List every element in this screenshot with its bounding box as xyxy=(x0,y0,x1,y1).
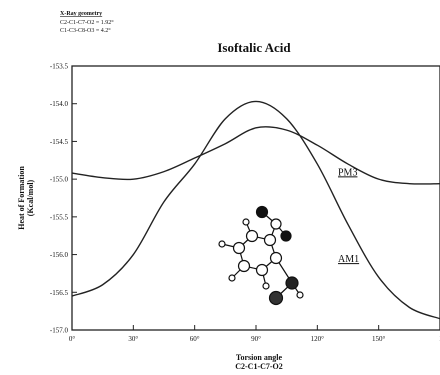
y-tick-label: -155.5 xyxy=(50,213,69,221)
y-tick-label: -155.0 xyxy=(50,176,69,184)
x-tick-label: 90° xyxy=(251,335,261,343)
x-tick-label: 120° xyxy=(311,335,325,343)
xray-geometry-title: X-Ray geometry xyxy=(60,11,102,17)
series-line-pm3 xyxy=(71,126,440,185)
chart-title: Isoftalic Acid xyxy=(217,40,291,55)
y-tick-label: -157.0 xyxy=(50,327,69,335)
x-axis-label-line-1: Torsion angle xyxy=(236,353,283,362)
series-label-am1: AM1 xyxy=(338,254,359,265)
x-tick-label: 150° xyxy=(372,335,386,343)
y-tick-label: -154.0 xyxy=(50,100,69,108)
y-axis-label-line-2: (Kcal/mol) xyxy=(26,179,35,216)
x-tick-label: 30° xyxy=(128,335,138,343)
xray-geometry-line-2: C1-C3-C8-O3 = 4.2° xyxy=(60,27,111,34)
x-tick-label: 60° xyxy=(190,335,200,343)
xray-geometry-line-1: C2-C1-C7-O2 = 1.92° xyxy=(60,19,114,26)
series-line-am1 xyxy=(71,100,440,320)
y-tick-label: -153.5 xyxy=(50,63,69,71)
x-axis: 0°30°60°90°120°150°180° xyxy=(69,325,440,343)
series-label-pm3: PM3 xyxy=(338,167,357,178)
molecule-ball-and-stick-icon xyxy=(218,205,304,306)
y-tick-label: -156.0 xyxy=(50,251,69,259)
y-axis: -153.5 -154.0 -154.5 -155.0 -155.5 -156.0 -156… xyxy=(50,63,77,335)
plot-frame xyxy=(71,65,440,331)
y-tick-label: -156.5 xyxy=(50,289,69,297)
x-axis-label-line-2: C2-C1-C7-O2 xyxy=(235,362,283,371)
y-tick-label: -154.5 xyxy=(50,138,69,146)
x-tick-label: 0° xyxy=(69,335,76,343)
y-axis-label-line-1: Heat of Formation xyxy=(17,166,26,230)
